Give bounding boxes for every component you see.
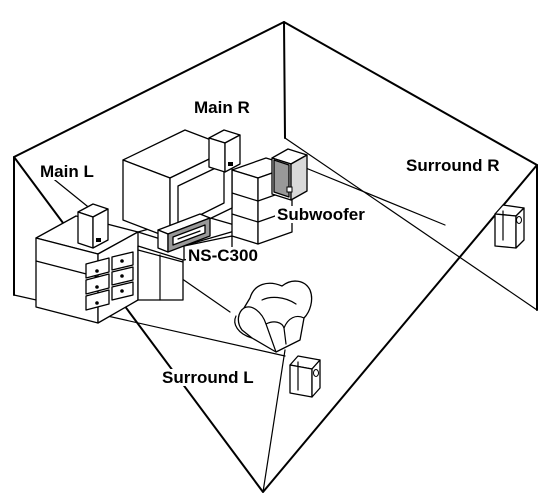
- main-r-label: Main R: [192, 98, 252, 117]
- surround-r-label: Surround R: [404, 156, 502, 175]
- surround-r-speaker: [494, 204, 525, 249]
- main-l-label: Main L: [38, 162, 96, 181]
- surround-l-speaker: [289, 355, 321, 398]
- center-speaker: [157, 213, 211, 253]
- main-l-speaker: [77, 203, 109, 249]
- center-speaker-label: NS-C300: [186, 246, 260, 265]
- armchair: [234, 280, 313, 353]
- subwoofer: [271, 148, 308, 201]
- main-r-speaker: [208, 129, 241, 173]
- surround-l-label: Surround L: [160, 368, 256, 387]
- tv-set: [122, 129, 233, 239]
- subwoofer-label: Subwoofer: [275, 205, 367, 224]
- drawer-fronts: [85, 251, 134, 311]
